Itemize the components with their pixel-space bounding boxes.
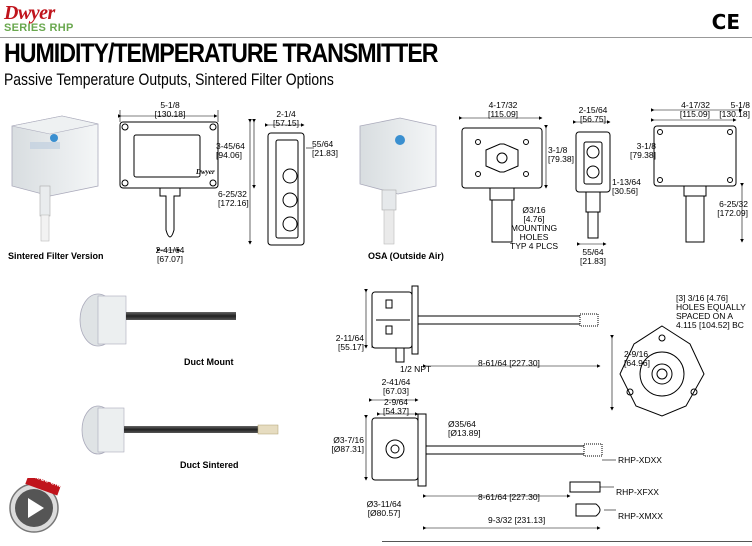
duct-sintered-photo bbox=[81, 405, 279, 455]
series-label: SERIES RHP bbox=[4, 22, 74, 34]
front-view-label: Dwyer bbox=[195, 168, 215, 176]
wall-front-view bbox=[118, 110, 256, 252]
dim-osa-rear-total: 6-25/32[172.09] bbox=[717, 199, 748, 218]
dim-osa-rear-width-2: 5-1/8[130.18] bbox=[719, 100, 750, 119]
dim-duct-flange-radius: 2-9/16[64.96] bbox=[624, 349, 650, 368]
caption-osa: OSA (Outside Air) bbox=[368, 251, 444, 261]
header-rule bbox=[0, 37, 752, 38]
dim-osa-height: 3-1/8[79.38] bbox=[548, 145, 574, 164]
dim-osa-rear-height: 3-1/8[79.38] bbox=[630, 141, 656, 160]
model-label-xmxx: RHP-XMXX bbox=[618, 511, 663, 521]
duct-mount-photo bbox=[79, 293, 236, 347]
duct-flange-view bbox=[610, 325, 705, 417]
dim-wall-box-height: 3-45/64[94.06] bbox=[216, 141, 245, 160]
dim-osa-side-width: 2-15/64[56.75] bbox=[578, 105, 608, 124]
dim-wall-side-depth: 55/64[21.83] bbox=[312, 139, 338, 158]
dim-duct-length-1: 8-61/64 [227.30] bbox=[478, 358, 540, 368]
dim-duct-flange-height: 2-11/64[55.17] bbox=[335, 333, 364, 352]
dim-duct-npt: 1/2 NPT bbox=[400, 364, 432, 374]
dim-wall-total-height: 6-25/32[172.16] bbox=[218, 189, 249, 208]
dim-wall-side-width: 2-1/4[57.15] bbox=[273, 109, 299, 128]
sintered-photo bbox=[11, 115, 99, 242]
dim-duct-d1: 2-41/64[67.03] bbox=[381, 377, 411, 396]
play-icon bbox=[9, 478, 61, 533]
dim-duct-base-diameter: Ø3-11/64[Ø80.57] bbox=[366, 499, 402, 518]
duct-top-view bbox=[364, 285, 599, 363]
dim-duct-length-3: 9-3/32 [231.13] bbox=[488, 515, 546, 525]
duct-side-view bbox=[364, 364, 616, 530]
wall-side-view bbox=[265, 123, 314, 246]
ce-mark: CE bbox=[711, 10, 740, 34]
dim-wall-probe: 2-41/64[67.07] bbox=[155, 245, 185, 264]
dim-osa-side-height: 1-13/64[30.56] bbox=[612, 177, 641, 196]
model-label-xfxx: RHP-XFXX bbox=[616, 487, 659, 497]
dim-osa-width: 4-17/32[115.09] bbox=[487, 100, 519, 119]
osa-rear-view bbox=[651, 108, 744, 243]
dim-duct-probe-diameter: Ø35/64[Ø13.89] bbox=[448, 419, 481, 438]
osa-side-view bbox=[573, 120, 611, 246]
page-title: HUMIDITY/TEMPERATURE TRANSMITTER bbox=[4, 38, 439, 68]
dim-wall-width: 5-1/8[130.18] bbox=[154, 100, 186, 119]
osa-back-view bbox=[459, 116, 548, 243]
dwyer-logo: Dwyer bbox=[4, 2, 55, 24]
caption-sintered: Sintered Filter Version bbox=[8, 251, 104, 261]
dim-duct-body-diameter: Ø3-7/16[Ø87.31] bbox=[331, 435, 364, 454]
osa-photo bbox=[359, 117, 437, 245]
footer-rule bbox=[382, 541, 752, 542]
caption-duct-mount: Duct Mount bbox=[184, 357, 234, 367]
video-play-button[interactable]: VIDEO ONLINE bbox=[6, 473, 73, 534]
dim-duct-length-2: 8-61/64 [227.30] bbox=[478, 492, 540, 502]
page-subtitle: Passive Temperature Outputs, Sintered Fi… bbox=[4, 70, 334, 89]
model-label-xdxx: RHP-XDXX bbox=[618, 455, 662, 465]
dim-duct-d2: 2-9/64[54.37] bbox=[383, 397, 409, 416]
dim-osa-rear-width-1: 4-17/32[115.09] bbox=[679, 100, 710, 119]
dim-osa-side-depth: 55/64[21.83] bbox=[580, 247, 606, 266]
caption-duct-sintered: Duct Sintered bbox=[180, 460, 239, 470]
